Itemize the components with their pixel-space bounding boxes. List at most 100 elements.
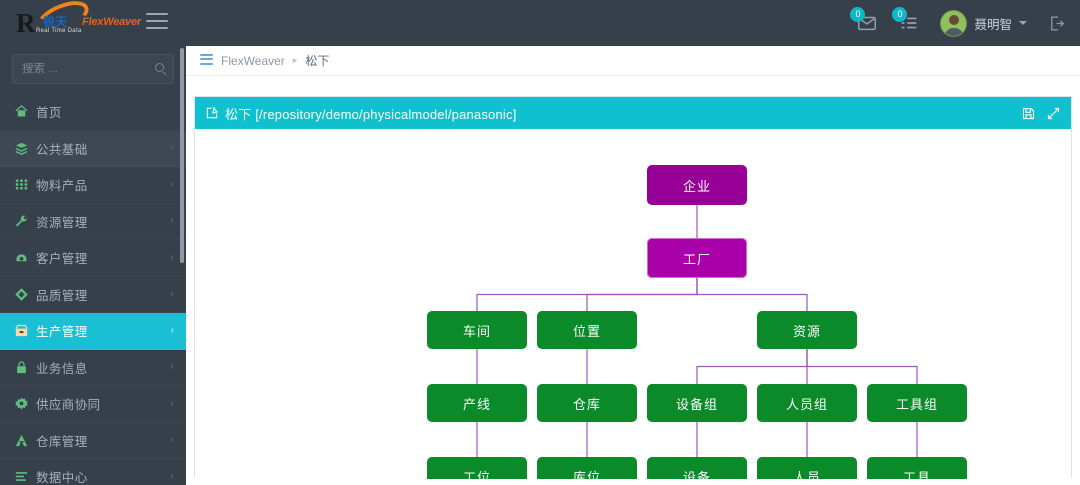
sidebar-item-label: 仓库管理 (36, 434, 88, 449)
breadcrumb-current: 松下 (305, 54, 330, 68)
factory-icon (14, 323, 36, 338)
chevron-left-icon: ‹ (170, 361, 174, 373)
save-icon[interactable] (1021, 106, 1036, 121)
edit-icon[interactable] (205, 106, 219, 120)
diagram-node-line[interactable]: 产线 (427, 384, 527, 422)
sidebar-item-label: 首页 (36, 106, 62, 121)
logo-letter: R (16, 8, 36, 38)
user-name: 聂明智 (974, 17, 1012, 32)
diagram-node-warehouse[interactable]: 仓库 (537, 384, 637, 422)
sidebar-item-4[interactable]: 资源管理‹ (0, 204, 186, 241)
diagram-node-tool-grp[interactable]: 工具组 (867, 384, 967, 422)
logo-tagline: Real Time Data (36, 28, 82, 34)
diagram-node-equipment[interactable]: 设备 (647, 457, 747, 479)
chevron-left-icon: ‹ (170, 215, 174, 227)
chevron-left-icon: ‹ (170, 434, 174, 446)
sidebar-scrollbar[interactable] (180, 48, 184, 263)
search-icon[interactable] (155, 63, 164, 72)
expand-icon[interactable] (1046, 106, 1061, 121)
diagram-node-enterprise[interactable]: 企业 (647, 165, 747, 205)
node-label: 工具组 (895, 396, 938, 412)
layers-icon (14, 141, 36, 156)
chevron-left-icon: ‹ (170, 397, 174, 409)
diagram-edge-resource-to-tool-grp (806, 349, 918, 384)
avatar (940, 9, 968, 37)
header-actions: 0 0 聂明智 (850, 0, 1066, 46)
sidebar-menu: 首页公共基础‹物料产品‹资源管理‹客户管理‹品质管理‹生产管理‹业务信息‹供应商… (0, 94, 186, 485)
node-label: 资源 (792, 323, 821, 339)
diagram-node-equip-grp[interactable]: 设备组 (647, 384, 747, 422)
node-label: 产线 (462, 396, 491, 412)
sidebar-item-11[interactable]: 数据中心 ‹ (0, 459, 186, 485)
sidebar-search[interactable] (12, 54, 174, 84)
diagram-edge-factory-to-resource (696, 278, 808, 311)
panel-tools (1021, 97, 1061, 129)
panel-title: 松下 [/repository/demo/physicalmodel/panas… (225, 106, 517, 122)
home-icon (14, 104, 36, 119)
sidebar-item-label: 公共基础 (36, 142, 88, 157)
sidebar-item-9[interactable]: 供应商协同 ‹ (0, 386, 186, 423)
node-label: 设备 (682, 469, 711, 480)
phone-icon (14, 250, 36, 265)
node-label: 工位 (462, 469, 491, 480)
mail-icon[interactable]: 0 (850, 7, 878, 34)
sidebar-item-10[interactable]: 仓库管理 ‹ (0, 423, 186, 460)
user-menu[interactable]: 聂明智 (940, 9, 1027, 37)
sidebar-search-wrap (0, 46, 186, 94)
gear-icon (14, 396, 36, 411)
diagram-node-tool[interactable]: 工具 (867, 457, 967, 479)
breadcrumb-separator-icon: ▸ (292, 55, 298, 65)
warehouse-icon (14, 433, 36, 448)
chevron-left-icon: ‹ (170, 324, 174, 336)
node-label: 工厂 (682, 251, 711, 267)
diagram-node-workshop[interactable]: 车间 (427, 311, 527, 349)
sidebar-item-8[interactable]: 业务信息‹ (0, 350, 186, 387)
sidebar-item-label: 供应商协同 (36, 398, 101, 413)
sidebar-item-5[interactable]: 客户管理‹ (0, 240, 186, 277)
tasks-icon[interactable]: 0 (892, 7, 920, 34)
sidebar-item-label: 品质管理 (36, 288, 88, 303)
diagram-node-staff-grp[interactable]: 人员组 (757, 384, 857, 422)
sidebar-item-1[interactable]: 首页 (0, 94, 186, 131)
node-label: 人员组 (785, 396, 828, 412)
chevron-left-icon: ‹ (170, 288, 174, 300)
chevron-down-icon[interactable] (1019, 21, 1027, 25)
panel-header: 松下 [/repository/demo/physicalmodel/panas… (195, 97, 1071, 129)
sidebar-item-7[interactable]: 生产管理 ‹ (0, 313, 186, 350)
diagram-node-resource[interactable]: 资源 (757, 311, 857, 349)
tasks-badge-count: 0 (892, 7, 908, 22)
sidebar-item-label: 客户管理 (36, 252, 88, 267)
chevron-left-icon: ‹ (170, 142, 174, 154)
diamond-icon (14, 287, 36, 302)
breadcrumb-root[interactable]: FlexWeaver (221, 53, 285, 68)
sidebar-collapse-icon[interactable] (200, 53, 213, 68)
logout-icon[interactable] (1047, 14, 1066, 33)
diagram-node-station[interactable]: 工位 (427, 457, 527, 479)
diagram-node-factory[interactable]: 工厂 (647, 238, 747, 278)
node-label: 工具 (902, 469, 931, 480)
diagram-canvas[interactable]: 企业工厂车间 位置 资源产线 仓库 设备组 人员组 工具组工位 库位设备 人员 工具 (195, 129, 1071, 479)
grid-icon (14, 177, 36, 192)
diagram-node-location[interactable]: 位置 (537, 311, 637, 349)
chevron-left-icon: ‹ (170, 470, 174, 482)
menu-toggle-icon[interactable] (146, 13, 168, 34)
logo-cn-mark: 锐天 (43, 15, 68, 29)
node-label: 设备组 (675, 396, 718, 412)
node-label: 企业 (682, 178, 711, 194)
diagram-node-bin[interactable]: 库位 (537, 457, 637, 479)
search-input[interactable] (13, 63, 173, 75)
sidebar-item-label: 数据中心 (36, 471, 88, 485)
logo-product-name: FlexWeaver (82, 16, 141, 28)
node-label: 位置 (572, 323, 601, 339)
sidebar-item-6[interactable]: 品质管理 ‹ (0, 277, 186, 314)
diagram-edge-factory-to-location (586, 278, 698, 311)
sidebar-item-2[interactable]: 公共基础 ‹ (0, 130, 186, 167)
brand-logo[interactable]: R 锐天 Real Time Data FlexWeaver (10, 0, 141, 46)
node-label: 人员 (792, 469, 821, 480)
sidebar-item-3[interactable]: 物料产品‹ (0, 167, 186, 204)
node-label: 仓库 (572, 396, 601, 412)
sidebar-item-label: 生产管理 (36, 325, 88, 340)
top-header: 0 0 聂明智 (146, 0, 1080, 46)
diagram-node-staff[interactable]: 人员 (757, 457, 857, 479)
